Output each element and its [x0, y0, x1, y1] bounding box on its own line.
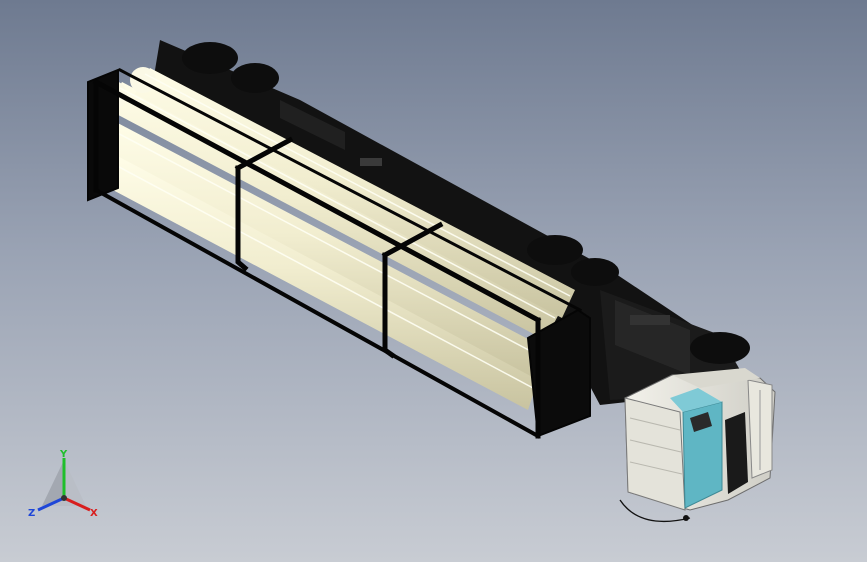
cab-mirror — [690, 412, 712, 432]
cylinder-frame — [87, 67, 591, 439]
wheel — [527, 235, 583, 265]
z-axis-line — [37, 496, 65, 512]
cylinder-highlights — [105, 73, 571, 389]
wheel — [571, 258, 619, 286]
z-axis-label: Z — [28, 508, 35, 519]
wheel — [231, 63, 279, 93]
x-axis-label: X — [90, 508, 98, 519]
view-orientation-triad-icon[interactable]: Y X Z — [22, 448, 106, 528]
cab-grille — [629, 417, 683, 475]
wheel — [690, 332, 750, 364]
truck-cab[interactable] — [619, 368, 776, 523]
y-axis-label: Y — [59, 449, 68, 460]
wheel — [182, 42, 238, 74]
wheel-turn-arc — [619, 499, 691, 523]
cab-side-panel — [682, 401, 723, 509]
x-axis-line — [63, 496, 91, 512]
